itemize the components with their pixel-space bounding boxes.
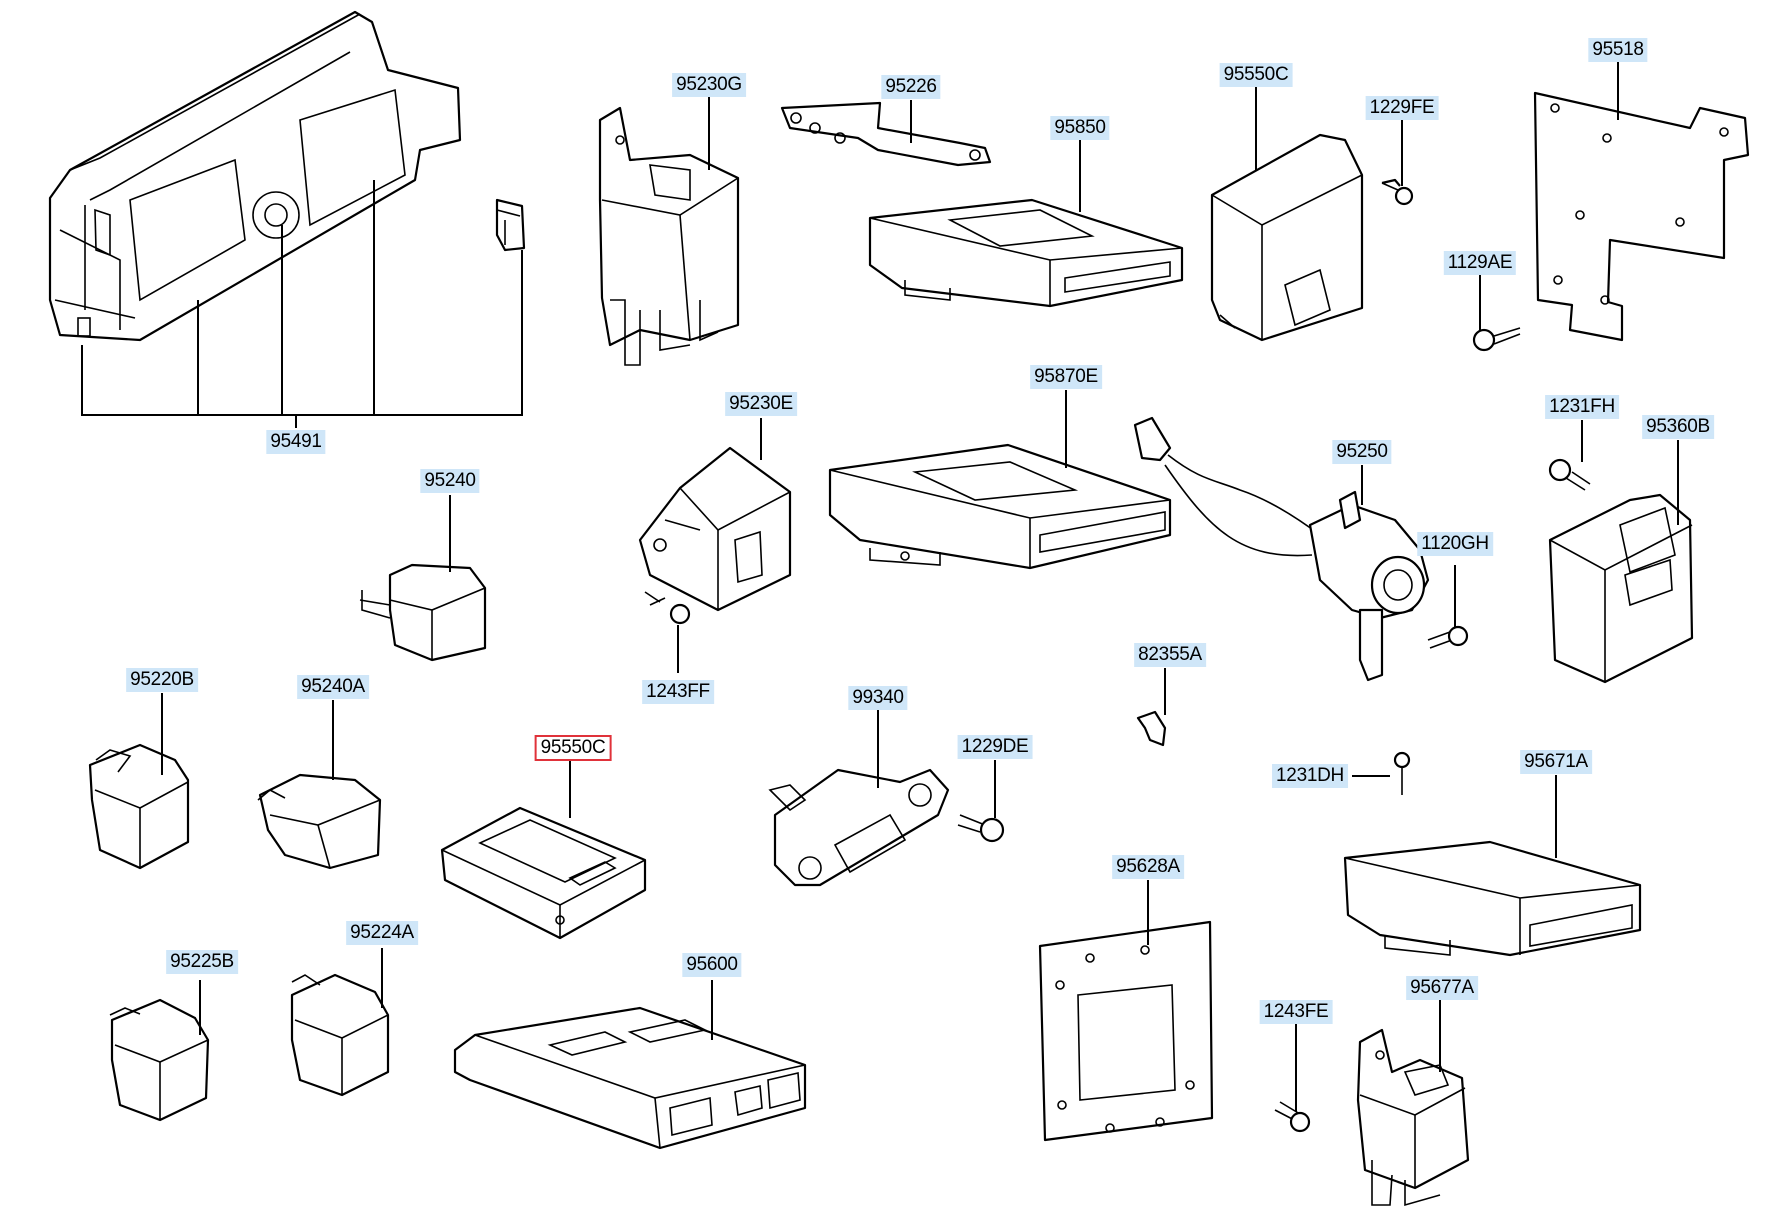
part-1229DE-pin[interactable]	[957, 814, 1005, 843]
label-95671A[interactable]: 95671A	[1520, 750, 1592, 774]
part-1243FE-screw[interactable]	[1274, 1101, 1311, 1133]
label-1229DE[interactable]: 1229DE	[957, 735, 1033, 759]
part-95628A-bracket[interactable]	[1038, 920, 1214, 1142]
part-1229FE-screw[interactable]	[1381, 178, 1414, 206]
part-1120GH-bolt[interactable]	[1427, 625, 1469, 649]
part-95850-control-unit[interactable]	[868, 198, 1184, 308]
label-95230E[interactable]: 95230E	[725, 392, 797, 416]
label-1120GH[interactable]: 1120GH	[1417, 532, 1493, 556]
part-95360B-module[interactable]	[1548, 493, 1694, 684]
label-99340[interactable]: 99340	[848, 686, 908, 710]
part-1243FF-screw[interactable]	[644, 591, 691, 625]
label-95870E[interactable]: 95870E	[1030, 365, 1102, 389]
part-95677A-relay[interactable]	[1356, 1028, 1470, 1207]
label-95240A[interactable]: 95240A	[297, 675, 369, 699]
leader-95491	[81, 180, 523, 428]
label-95224A[interactable]: 95224A	[346, 921, 418, 945]
label-1231FH[interactable]: 1231FH	[1545, 395, 1619, 419]
label-95628A[interactable]: 95628A	[1112, 855, 1184, 879]
part-95550C-selected-module[interactable]	[440, 806, 647, 940]
part-95226-bracket[interactable]	[780, 101, 992, 167]
label-1243FE[interactable]: 1243FE	[1259, 1000, 1333, 1024]
part-99340-switch[interactable]	[768, 768, 950, 887]
part-1231DH-screw[interactable]	[1393, 751, 1411, 795]
label-95600[interactable]: 95600	[682, 953, 742, 977]
label-95220B[interactable]: 95220B	[126, 668, 198, 692]
label-95550C-top[interactable]: 95550C	[1219, 63, 1293, 87]
label-95226[interactable]: 95226	[881, 75, 941, 99]
label-1243FF[interactable]: 1243FF	[642, 680, 714, 704]
part-95671A-control-unit[interactable]	[1343, 840, 1642, 957]
part-95240A-relay[interactable]	[257, 773, 382, 870]
part-95550C-module[interactable]	[1210, 133, 1364, 342]
label-95360B[interactable]: 95360B	[1642, 415, 1714, 439]
part-95224A-relay[interactable]	[290, 973, 390, 1097]
label-95225B[interactable]: 95225B	[166, 950, 238, 974]
label-95850[interactable]: 95850	[1050, 116, 1110, 140]
part-95220B-relay[interactable]	[88, 743, 190, 870]
part-82355A-clip[interactable]	[1136, 710, 1167, 747]
part-95870E-control-unit[interactable]	[828, 443, 1172, 570]
label-95518[interactable]: 95518	[1588, 38, 1648, 62]
part-1231FH-bolt[interactable]	[1548, 458, 1591, 491]
label-1231DH[interactable]: 1231DH	[1272, 764, 1348, 788]
part-95600-control-unit[interactable]	[453, 1006, 807, 1150]
label-95240[interactable]: 95240	[420, 469, 480, 493]
part-95240-relay[interactable]	[359, 563, 487, 662]
part-95518-bracket[interactable]	[1533, 91, 1750, 342]
label-95550C-selected[interactable]: 95550C	[534, 735, 612, 761]
label-95230G[interactable]: 95230G	[672, 73, 746, 97]
part-95250-actuator[interactable]	[1133, 416, 1430, 682]
label-95250[interactable]: 95250	[1332, 440, 1392, 464]
part-95230E-relay[interactable]	[638, 446, 792, 612]
part-fuse[interactable]	[495, 198, 526, 252]
part-95225B-relay[interactable]	[109, 998, 210, 1122]
label-82355A[interactable]: 82355A	[1134, 643, 1206, 667]
label-95677A[interactable]: 95677A	[1406, 976, 1478, 1000]
part-95230G-relay[interactable]	[598, 106, 740, 366]
part-1129AE-bolt[interactable]	[1472, 327, 1521, 352]
label-1229FE[interactable]: 1229FE	[1365, 96, 1439, 120]
label-95491[interactable]: 95491	[266, 430, 326, 454]
label-1129AE[interactable]: 1129AE	[1443, 251, 1517, 275]
part-95491-relay-box[interactable]	[48, 10, 462, 342]
